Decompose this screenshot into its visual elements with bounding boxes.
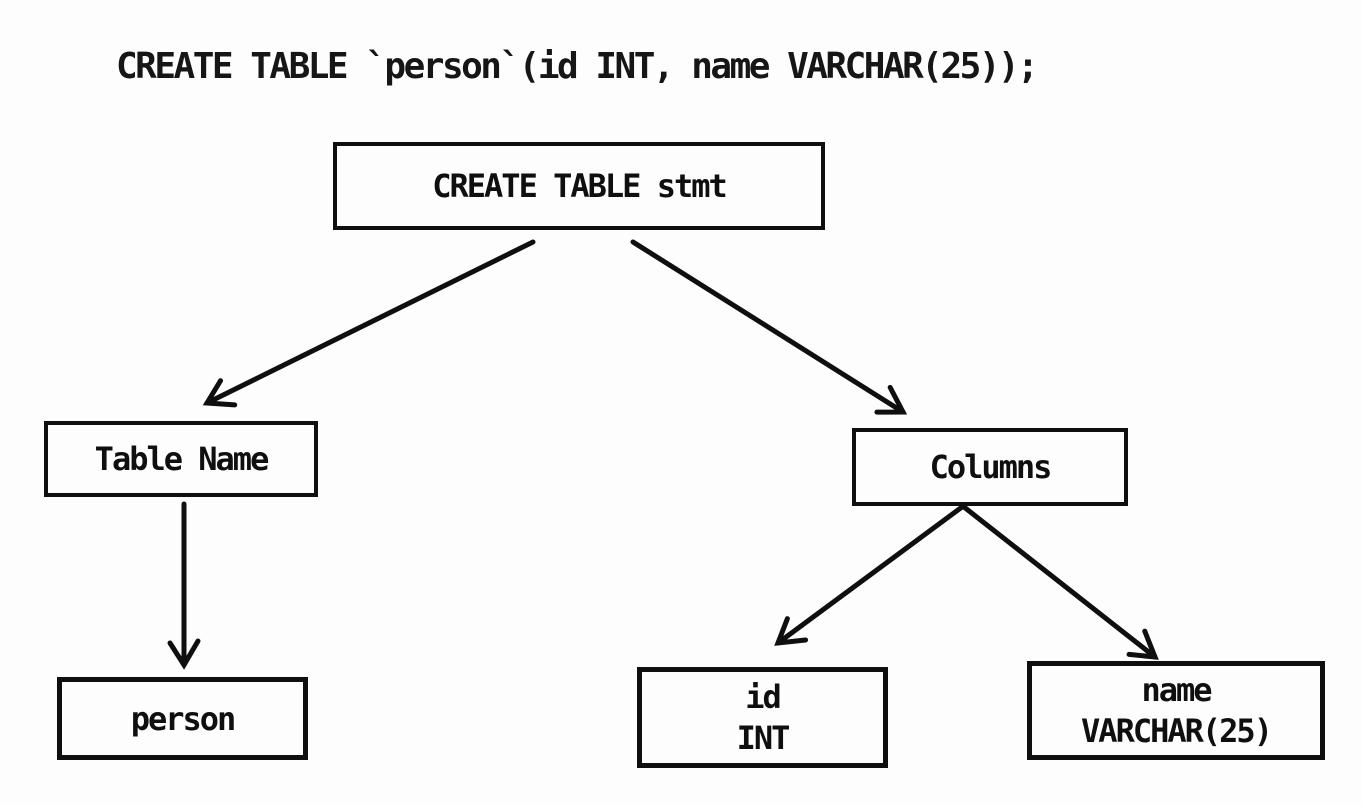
name-column-type: VARCHAR(25) <box>1081 711 1273 750</box>
node-name-column: name VARCHAR(25) <box>1027 661 1325 760</box>
sql-statement-text: CREATE TABLE `person`(id INT, name VARCH… <box>116 46 1039 87</box>
id-column-type: INT <box>736 718 791 757</box>
node-table-name: Table Name <box>44 421 318 497</box>
node-columns: Columns <box>852 428 1128 506</box>
node-person-value: person <box>57 677 308 760</box>
node-id-column: id INT <box>637 667 888 768</box>
id-column-name: id <box>745 677 782 716</box>
edge-columns-to-name <box>961 504 1159 660</box>
node-create-table-stmt: CREATE TABLE stmt <box>333 142 825 230</box>
edge-columns-to-id <box>774 504 965 646</box>
edge-root-to-columns <box>630 239 908 415</box>
edge-root-to-table-name <box>202 239 536 408</box>
name-column-name: name <box>1141 670 1212 709</box>
